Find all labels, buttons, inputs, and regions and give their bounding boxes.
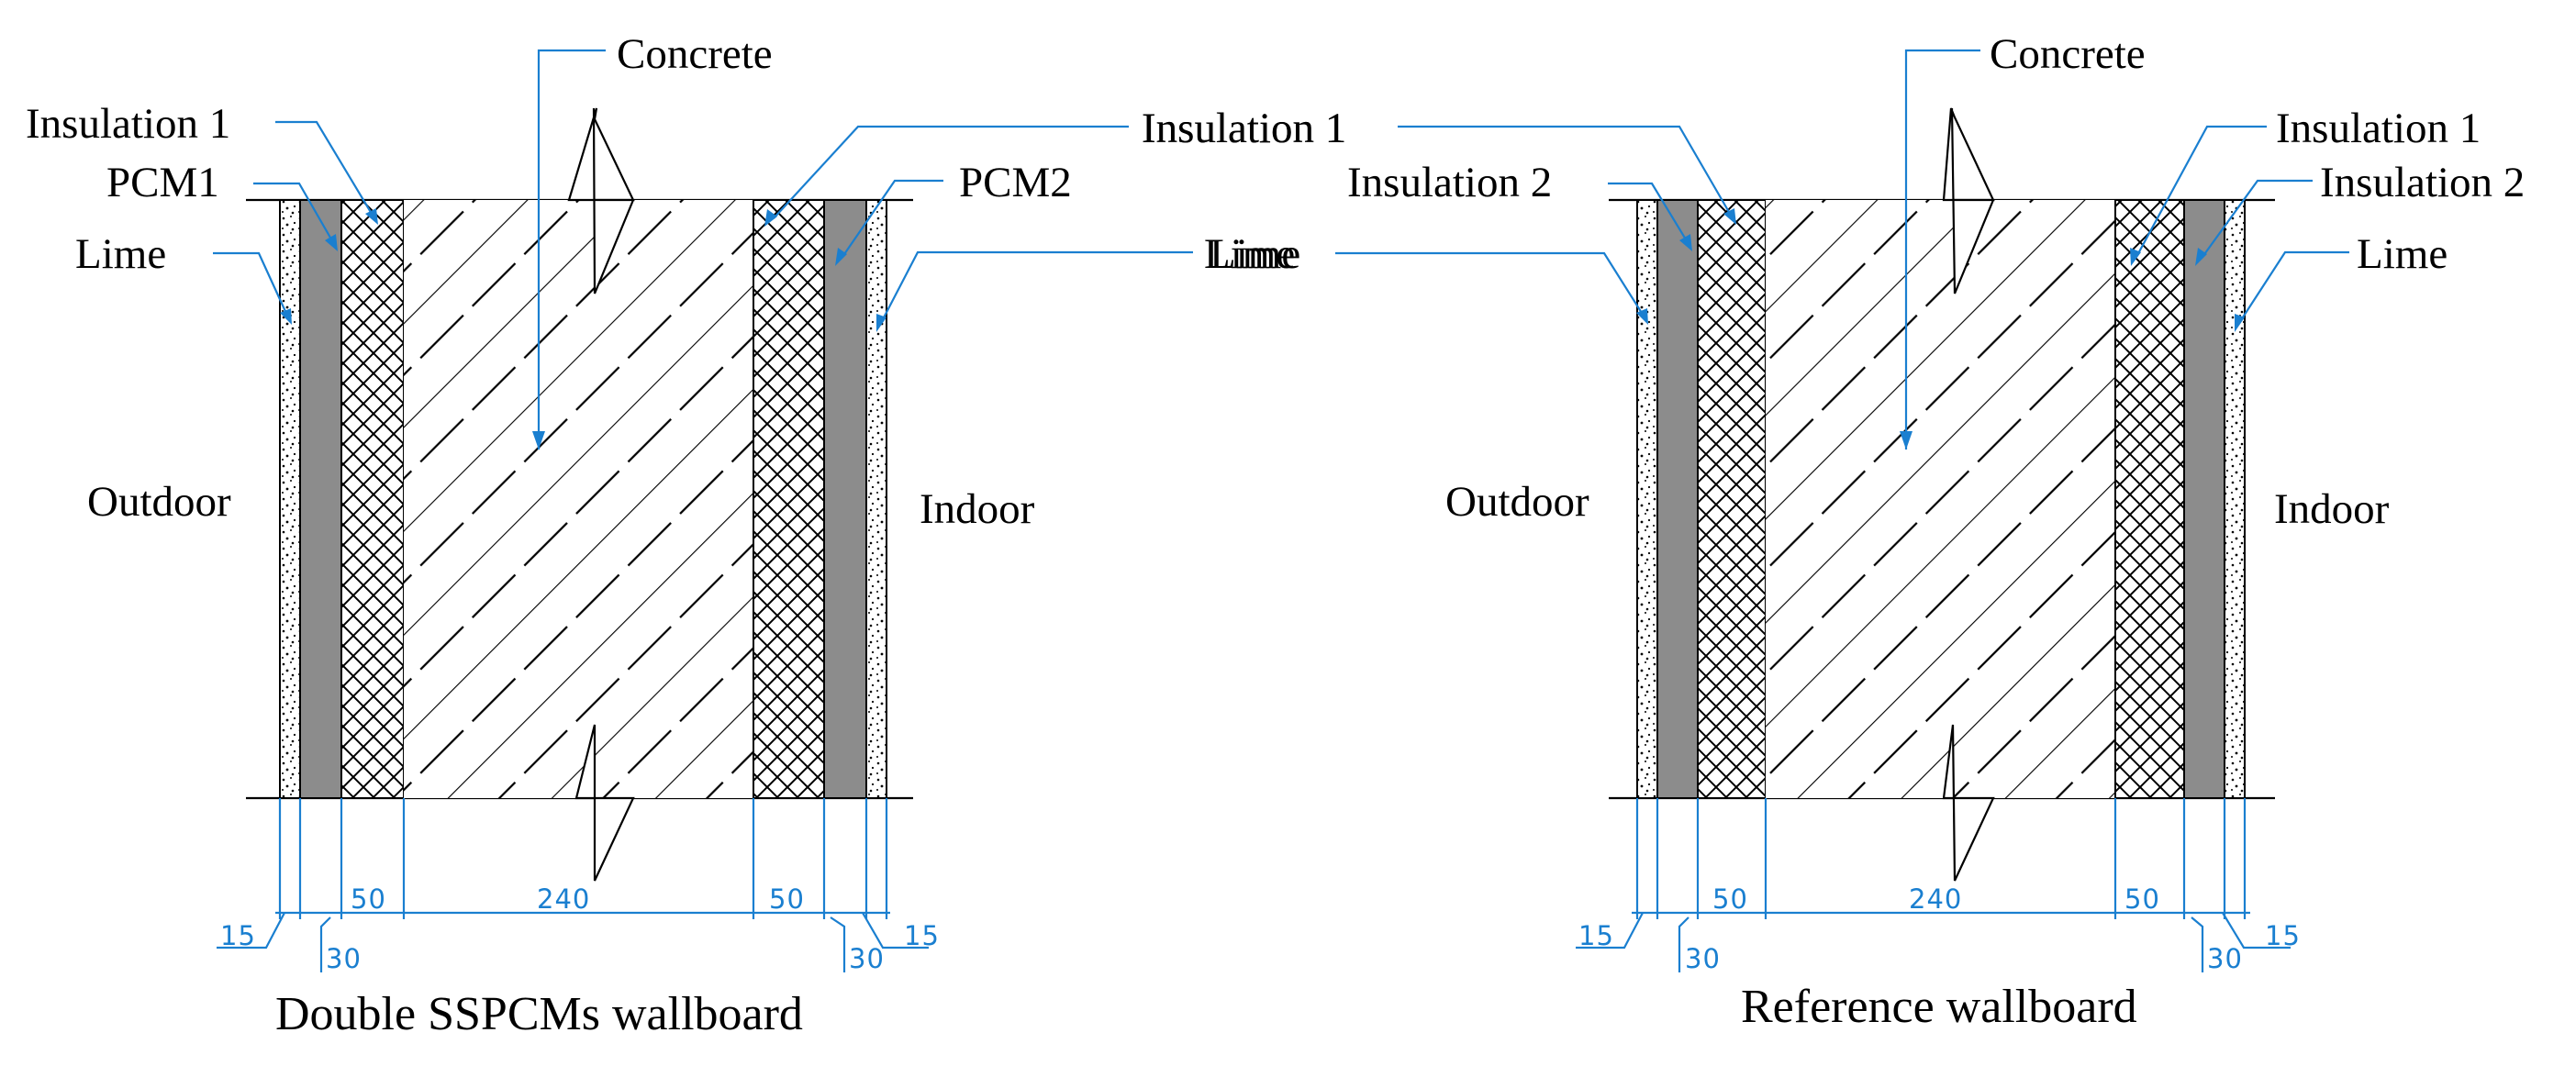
caption-reference: Reference wallboard bbox=[1741, 981, 2137, 1033]
pcm2-layer bbox=[823, 199, 867, 799]
insulation1-layer-right bbox=[2114, 199, 2185, 799]
lime-layer-right bbox=[2224, 199, 2246, 799]
caption-double-sspcm: Double SSPCMs wallboard bbox=[275, 988, 803, 1040]
break-symbol-bottom bbox=[1942, 724, 1995, 882]
leader-lines bbox=[1335, 49, 2349, 450]
pcm1-layer bbox=[299, 199, 342, 799]
leader-lines bbox=[213, 49, 1193, 450]
label-pcm1: PCM1 bbox=[106, 159, 219, 206]
dim-insulation-left: 50 bbox=[351, 883, 386, 915]
insulation-layer-right bbox=[753, 199, 825, 799]
label-insulation2-left: Insulation 2 bbox=[1347, 159, 1552, 206]
dim-insulation-right: 50 bbox=[769, 883, 805, 915]
label-insulation1-left: Insulation 1 bbox=[1142, 105, 1346, 152]
label-lime-right: Lime bbox=[2357, 230, 2448, 278]
label-lime-left: Lime bbox=[1204, 230, 1295, 278]
label-lime-right: Lime bbox=[1210, 230, 1300, 278]
label-lime-left: Lime bbox=[75, 230, 166, 278]
label-insulation-left: Insulation 1 bbox=[26, 100, 230, 148]
insulation1-layer-left bbox=[1697, 199, 1767, 799]
dimension-lines bbox=[1576, 798, 2291, 972]
dim-lime-right: 15 bbox=[904, 920, 940, 951]
break-symbol-top bbox=[1942, 107, 1995, 294]
dimension-lines bbox=[217, 798, 929, 972]
label-outdoor: Outdoor bbox=[87, 478, 231, 526]
label-pcm2: PCM2 bbox=[959, 159, 1072, 206]
dim-lime-left: 15 bbox=[1578, 920, 1614, 951]
concrete-layer bbox=[1766, 200, 2115, 798]
label-indoor: Indoor bbox=[2274, 485, 2390, 533]
label-insulation2-right: Insulation 2 bbox=[2320, 159, 2525, 206]
label-insulation-right: Insulation 1 bbox=[1142, 105, 1346, 152]
lime-layer-left bbox=[279, 199, 301, 799]
lime-layer-left bbox=[1636, 199, 1658, 799]
dim-pcm1: 30 bbox=[326, 943, 362, 974]
concrete-layer bbox=[404, 200, 753, 798]
dim-concrete: 240 bbox=[1909, 883, 1962, 915]
dim-insulation1-right: 50 bbox=[2124, 883, 2160, 915]
dim-insulation2-right: 30 bbox=[2207, 943, 2243, 974]
panel-double-sspcm: Concrete Insulation 1 PCM1 Lime Insulati… bbox=[26, 30, 1346, 1040]
break-symbol-top bbox=[567, 107, 635, 294]
dim-lime-left: 15 bbox=[220, 920, 256, 951]
label-insulation1-right-top: Insulation 1 bbox=[2276, 105, 2481, 152]
label-outdoor: Outdoor bbox=[1445, 478, 1589, 526]
dim-pcm2: 30 bbox=[849, 943, 885, 974]
dim-concrete: 240 bbox=[537, 883, 590, 915]
insulation2-layer-left bbox=[1656, 199, 1699, 799]
insulation-layer-left bbox=[340, 199, 405, 799]
dim-insulation2-left: 30 bbox=[1685, 943, 1721, 974]
label-concrete: Concrete bbox=[617, 30, 773, 78]
panel-reference: Concrete Insulation 2 Insulation 1 Insul… bbox=[1142, 30, 2525, 1033]
label-concrete: Concrete bbox=[1990, 30, 2146, 78]
lime-layer-right bbox=[865, 199, 887, 799]
dim-lime-right: 15 bbox=[2265, 920, 2301, 951]
label-indoor: Indoor bbox=[920, 485, 1035, 533]
break-symbol-bottom bbox=[574, 724, 635, 882]
dim-insulation1-left: 50 bbox=[1712, 883, 1748, 915]
insulation2-layer-right bbox=[2183, 199, 2225, 799]
